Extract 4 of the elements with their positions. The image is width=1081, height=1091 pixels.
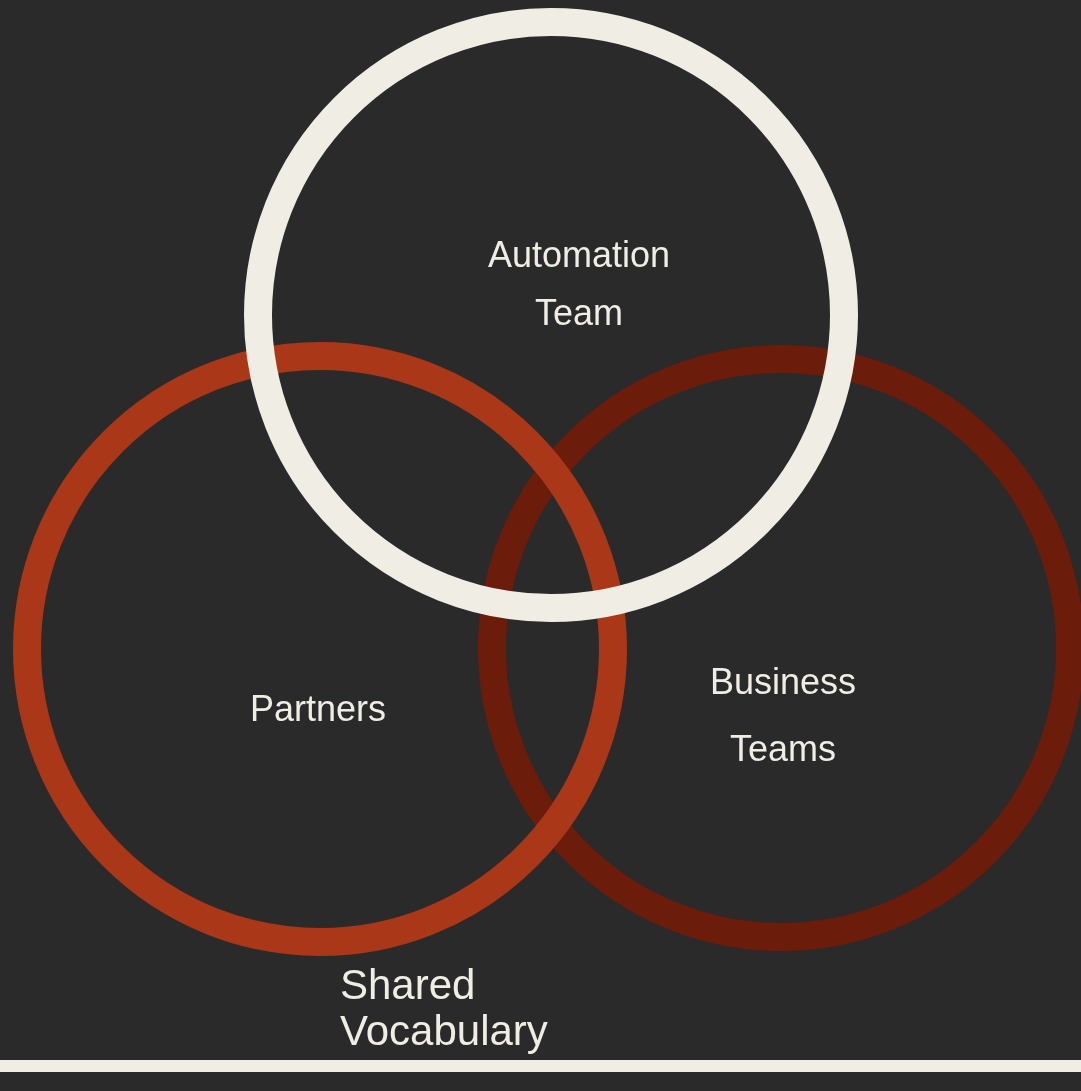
circle-label: Automation Team [486, 233, 672, 335]
caption-text: Shared Vocabulary [340, 962, 549, 1054]
circle-label: Business Teams [708, 660, 858, 771]
circle-label: Partners [248, 687, 388, 731]
